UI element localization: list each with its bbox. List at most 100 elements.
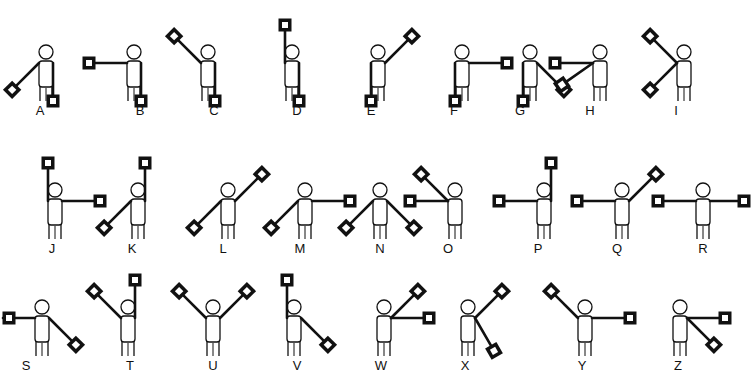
flag — [549, 57, 562, 70]
leg — [138, 226, 139, 239]
arm — [475, 318, 491, 346]
leg — [47, 341, 48, 356]
semaphore-figure — [85, 274, 142, 357]
letter-label: P — [534, 242, 543, 255]
leg — [578, 341, 579, 356]
head — [537, 183, 551, 197]
torso — [206, 316, 220, 342]
leg — [143, 224, 144, 239]
leg — [134, 88, 135, 101]
leg — [292, 88, 293, 101]
flag — [94, 195, 107, 208]
leg — [684, 88, 685, 101]
flag-outer — [738, 195, 751, 208]
arm — [391, 317, 423, 320]
flag-outer — [624, 312, 637, 325]
head — [39, 45, 53, 59]
flag-outer — [571, 195, 584, 208]
flag-outer — [405, 219, 423, 237]
flag — [571, 195, 584, 208]
flag-outer — [279, 19, 292, 32]
arm — [385, 40, 408, 63]
flag-inner — [258, 170, 266, 178]
flag-outer — [139, 157, 152, 170]
arm — [62, 200, 94, 203]
arm — [522, 63, 525, 95]
flag-outer — [85, 282, 103, 300]
arm — [98, 295, 121, 318]
flag-outer — [319, 336, 337, 354]
flag — [67, 336, 85, 354]
flag — [253, 165, 271, 183]
flag-outer — [641, 81, 659, 99]
semaphore-figure — [185, 165, 271, 239]
leg — [294, 343, 295, 356]
leg — [530, 88, 531, 101]
leg — [383, 86, 384, 101]
leg — [461, 341, 462, 356]
flag-outer — [94, 195, 107, 208]
arm — [550, 169, 553, 201]
torso — [673, 316, 687, 342]
flag-outer — [485, 342, 503, 360]
leg — [384, 343, 385, 356]
flag-inner — [6, 315, 12, 321]
torso — [377, 316, 391, 342]
leg — [299, 341, 300, 356]
leg — [708, 224, 709, 239]
torso — [593, 61, 607, 87]
arm — [583, 200, 615, 203]
torso — [287, 316, 301, 342]
leg — [385, 224, 386, 239]
flag — [705, 336, 723, 354]
letter-label: W — [375, 359, 387, 372]
flag — [83, 57, 96, 70]
flag-inner — [100, 224, 108, 232]
flag-outer — [542, 282, 560, 300]
torso — [48, 199, 62, 225]
letter-label: Q — [612, 242, 622, 255]
flag-inner — [498, 287, 506, 295]
flag-outer — [545, 157, 558, 170]
leg — [221, 224, 222, 239]
letter-label: N — [375, 242, 384, 255]
head — [201, 45, 215, 59]
letter-label: F — [450, 104, 458, 117]
torso — [371, 61, 385, 87]
flag — [545, 157, 558, 170]
flag-inner — [414, 287, 422, 295]
flag — [412, 165, 430, 183]
arm — [654, 40, 677, 63]
semaphore-figure — [571, 165, 666, 239]
flag-outer — [165, 27, 183, 45]
head — [121, 300, 135, 314]
head — [696, 183, 710, 197]
leg — [305, 226, 306, 239]
flag — [47, 95, 60, 108]
leg — [310, 224, 311, 239]
leg — [600, 88, 601, 101]
letter-label: H — [585, 104, 594, 117]
arm — [183, 295, 206, 318]
leg — [696, 224, 697, 239]
head — [131, 183, 145, 197]
flag — [165, 27, 183, 45]
leg — [615, 224, 616, 239]
letter-label: U — [208, 359, 217, 372]
flag — [279, 19, 292, 32]
flag-inner — [426, 315, 432, 321]
leg — [55, 226, 56, 239]
flag — [641, 27, 659, 45]
arm — [469, 62, 501, 65]
leg — [537, 224, 538, 239]
flag-outer — [3, 312, 16, 325]
flag-inner — [417, 170, 425, 178]
semaphore-figure — [461, 282, 511, 360]
flag-outer — [344, 195, 357, 208]
leg — [680, 343, 681, 356]
flag-outer — [641, 27, 659, 45]
head — [673, 300, 687, 314]
flag — [95, 219, 113, 237]
semaphore-figure — [365, 27, 422, 108]
head — [35, 300, 49, 314]
